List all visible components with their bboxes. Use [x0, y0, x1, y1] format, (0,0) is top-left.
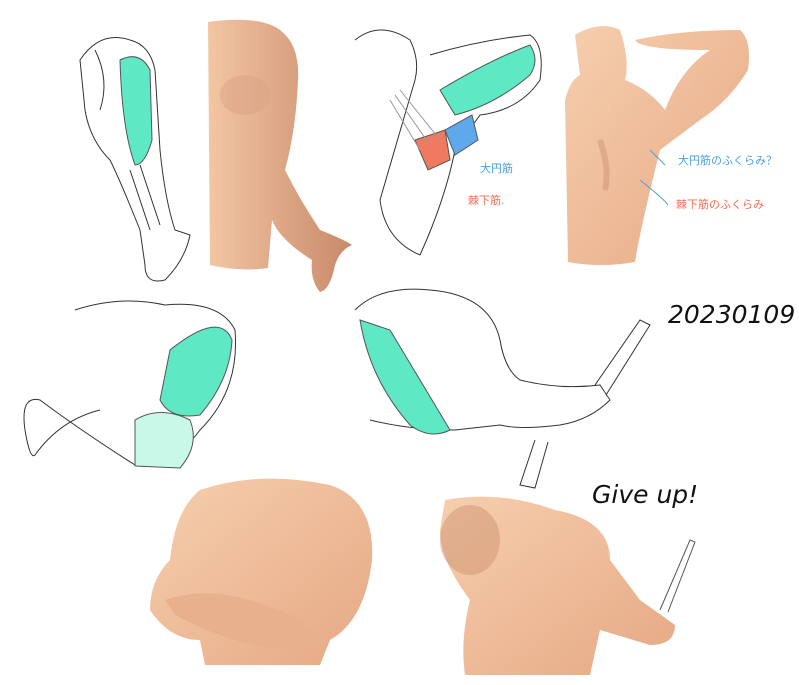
sword-arm-sketch — [354, 288, 651, 489]
back-sketch-muscles — [354, 29, 542, 256]
date-text: 20230109 — [668, 300, 796, 329]
give-up-text: Give up! — [592, 480, 699, 509]
deltoid-teal — [439, 44, 536, 116]
skin-back — [565, 26, 749, 265]
label-teres-major-bulge: 大円筋のふくらみ？ — [678, 154, 777, 167]
teres-major-blue — [444, 114, 479, 156]
crossed-arms-sketch — [23, 300, 237, 469]
arm-sketch-front — [79, 37, 191, 282]
label-teres-major: 大円筋 — [480, 162, 513, 175]
infraspinatus-red — [414, 129, 451, 171]
skin-torso-sword — [440, 496, 696, 675]
triceps-teal-sword — [359, 319, 451, 435]
elbow-teal-light — [134, 412, 194, 469]
label-infraspinatus: 棘下筋. — [468, 194, 505, 207]
skin-back-arm — [208, 19, 352, 292]
triceps-teal-crossed — [159, 326, 233, 417]
triceps-teal — [119, 56, 153, 166]
label-infraspinatus-bulge: 棘下筋のふくらみ — [676, 198, 764, 211]
skin-crossed-arms — [150, 478, 373, 665]
